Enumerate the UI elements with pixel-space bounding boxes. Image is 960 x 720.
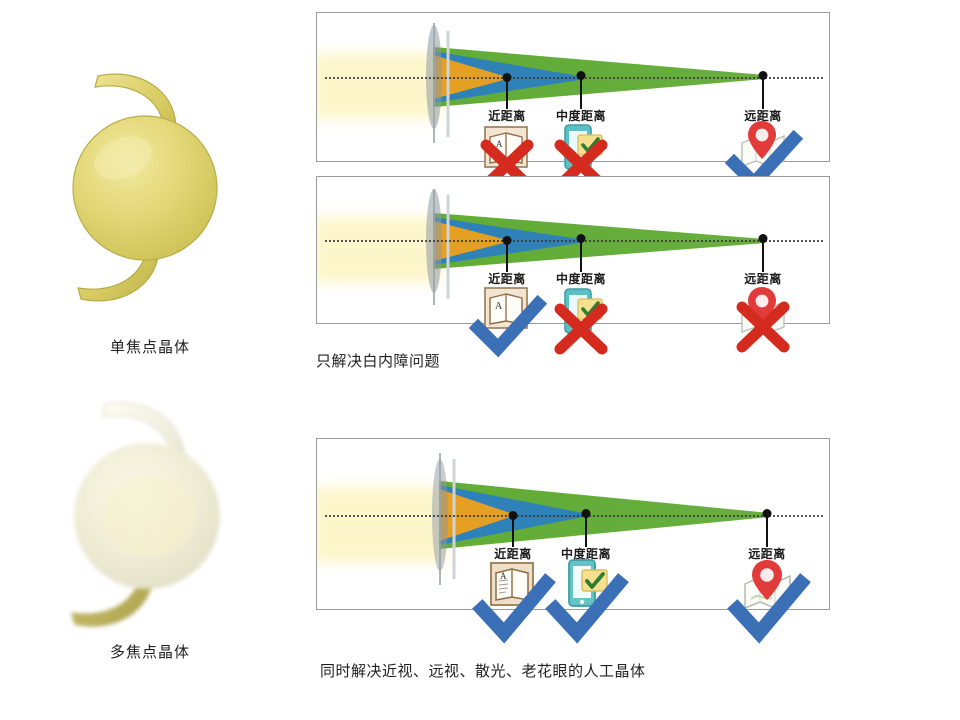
monofocal-lens-column: 单焦点晶体 [0,60,300,357]
marker-intermediate: 中度距离 [561,509,611,561]
marker-label-near: 近距离 [488,272,526,286]
marker-near: 近距离 [494,511,531,561]
incoming-light-glow [317,217,441,283]
marker-stem [766,517,768,547]
multifocal-lens-caption: 多焦点晶体 [109,645,190,661]
marker-label-intermediate: 中度距离 [555,109,607,123]
marker-stem [506,81,508,109]
incoming-light-glow [317,53,441,119]
marker-dot [581,509,591,518]
panel-1-canvas [317,13,829,161]
monofocal-lens-caption: 单焦点晶体 [109,340,190,356]
marker-label-far: 远距离 [744,272,782,286]
marker-far: 远距离 [744,71,781,123]
marker-near: 近距离 [488,73,525,123]
marker-label-near: 近距离 [488,109,526,123]
monofocal-note-caption: 只解决白内障问题 [316,354,441,370]
marker-label-intermediate: 中度距离 [560,547,612,561]
monofocal-iol-icon [72,73,218,302]
cross-mark-icon [736,301,790,353]
panel-monofocal-distance: 近距离 中度距离 远距离 A [316,12,830,193]
marker-intermediate: 中度距离 [556,71,606,123]
multifocal-iol-icon [71,402,220,627]
marker-stem [762,242,764,272]
smartphone-icon [568,559,608,607]
marker-dot [502,73,512,82]
multifocal-lens-column: 多焦点晶体 [0,392,300,662]
monofocal-lens-illustration [0,60,300,330]
cross-mark-icon [554,303,608,355]
check-mark-icon [545,573,629,644]
verdict-near: A [468,280,548,358]
marker-far: 远距离 [748,509,785,561]
optical-axis [325,240,823,242]
optical-axis [325,77,823,79]
marker-stem [580,79,582,109]
marker-stem [762,79,764,109]
marker-dot [576,71,586,80]
marker-dot [508,511,518,520]
check-mark-icon [472,573,556,644]
check-mark-icon [468,294,548,358]
marker-far: 远距离 [744,234,781,286]
marker-dot [576,234,586,243]
book-icon: A [484,287,528,329]
multifocal-note-caption: 同时解决近视、远视、散光、老花眼的人工晶体 [320,664,646,680]
marker-stem [512,519,514,547]
marker-dot [758,71,768,80]
verdict-near: A [472,555,556,644]
marker-stem [506,244,508,272]
verdict-far [727,555,811,644]
marker-label-near: 近距离 [494,547,532,561]
marker-dot [758,234,768,243]
check-mark-icon [727,573,811,644]
svg-text:A: A [496,139,503,149]
marker-label-far: 远距离 [744,109,782,123]
svg-text:A: A [500,571,507,581]
map-pin-icon [744,560,791,610]
multifocal-lens-illustration [0,392,300,637]
svg-text:A: A [495,301,503,312]
optical-axis [325,515,823,517]
marker-intermediate: 中度距离 [556,234,606,286]
marker-label-far: 远距离 [748,547,786,561]
verdict-intermediate [545,555,629,644]
verdict-intermediate [544,283,618,357]
marker-label-intermediate: 中度距离 [555,272,607,286]
marker-near: 近距离 [488,236,525,286]
incoming-light-glow [317,487,447,563]
panel-multifocal: 近距离 中度距离 远距离 A [316,438,830,644]
panel-monofocal-near: 近距离 中度距离 远距离 A [316,176,830,358]
marker-stem [580,242,582,272]
marker-dot [502,236,512,245]
marker-stem [585,517,587,547]
marker-dot [762,509,772,518]
verdict-far [726,281,800,355]
